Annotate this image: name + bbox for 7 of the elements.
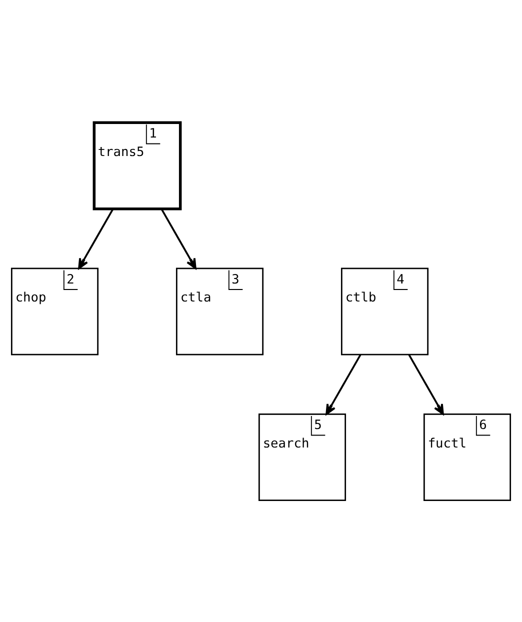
arrow bbox=[78, 208, 114, 269]
arrow bbox=[408, 354, 444, 414]
arrow bbox=[326, 354, 362, 414]
node-box: 5 search bbox=[258, 412, 346, 501]
node-box: 6 fuctl bbox=[423, 412, 512, 501]
arrow bbox=[160, 208, 196, 269]
node-box: 1 trans5 bbox=[92, 120, 182, 210]
